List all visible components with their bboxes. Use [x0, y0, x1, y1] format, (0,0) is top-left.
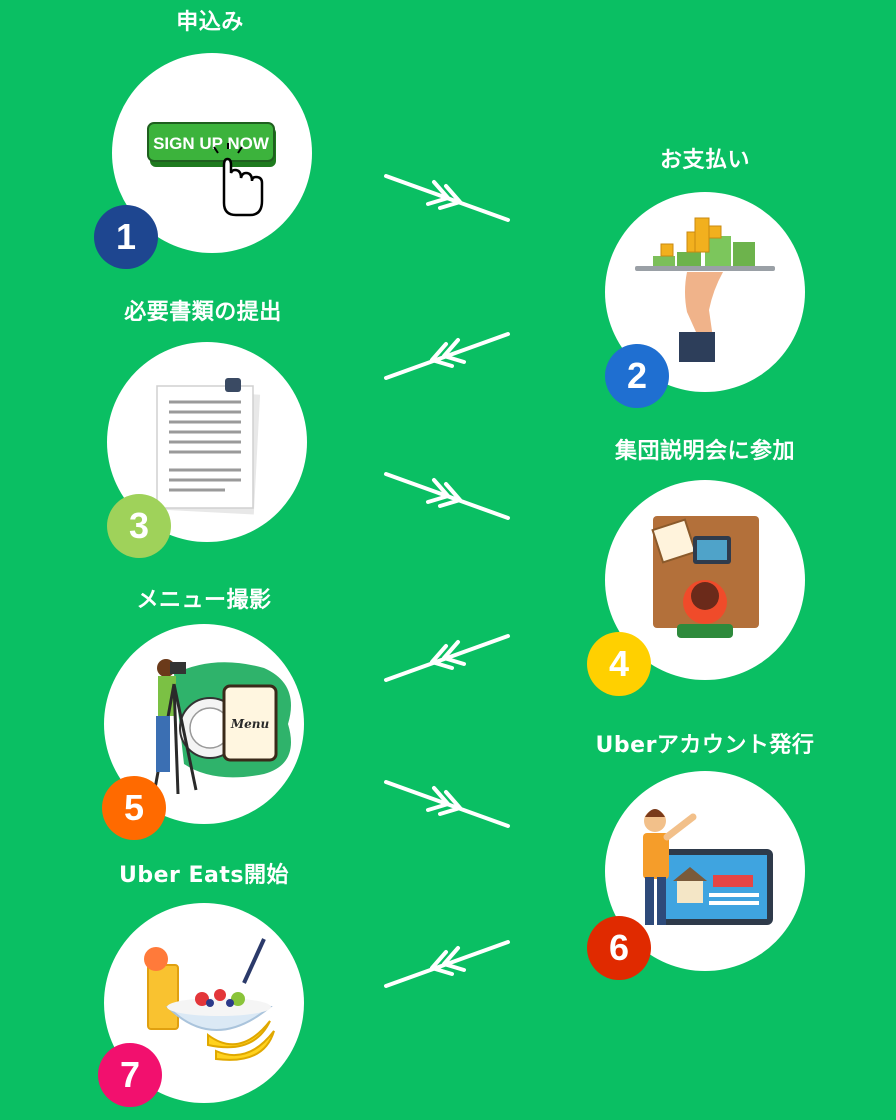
step-7-circle: 7 [98, 903, 304, 1107]
step-1-circle: SIGN UP NOW 1 [94, 53, 312, 269]
arrow-4-to-5-icon [384, 634, 510, 682]
step-3-title: 必要書類の提出 [124, 300, 282, 325]
step-4-circle: 4 [587, 480, 805, 696]
step-7-badge: 7 [98, 1043, 162, 1107]
documents-icon [156, 378, 261, 515]
meeting-desk-icon [651, 516, 759, 638]
photographer-menu-icon: Menu [152, 659, 291, 795]
step-1-title: 申込み [176, 10, 244, 35]
account-screen-icon [643, 809, 773, 925]
step-2-title: お支払い [659, 148, 750, 173]
step-3-badge: 3 [107, 494, 171, 558]
step-3-circle: 3 [107, 342, 307, 558]
step-7-title: Uber Eats開始 [118, 863, 290, 888]
sign-up-button-label: SIGN UP NOW [153, 134, 270, 153]
menu-label: Menu [230, 717, 270, 731]
step-4-title: 集団説明会に参加 [614, 439, 795, 464]
step-6-badge: 6 [587, 916, 651, 980]
step-5-title: メニュー撮影 [136, 588, 272, 613]
arrow-6-to-7-icon [384, 940, 510, 988]
step-5-badge: 5 [102, 776, 166, 840]
arrow-2-to-3-icon [384, 332, 510, 380]
arrow-3-to-4-icon [384, 472, 510, 520]
step-2-circle: 2 [605, 192, 805, 408]
step-6-circle: 6 [587, 771, 805, 980]
step-5-circle: Menu 5 [102, 624, 304, 840]
step-6-title: Uberアカウント発行 [595, 733, 815, 758]
step-4-badge: 4 [587, 632, 651, 696]
step-1-badge: 1 [94, 205, 158, 269]
sign-up-button-icon: SIGN UP NOW [147, 122, 276, 217]
arrow-1-to-2-icon [384, 174, 510, 222]
money-tray-icon [635, 217, 775, 362]
arrow-5-to-6-icon [384, 780, 510, 828]
step-2-badge: 2 [605, 344, 669, 408]
food-bowl-icon [144, 938, 275, 1061]
